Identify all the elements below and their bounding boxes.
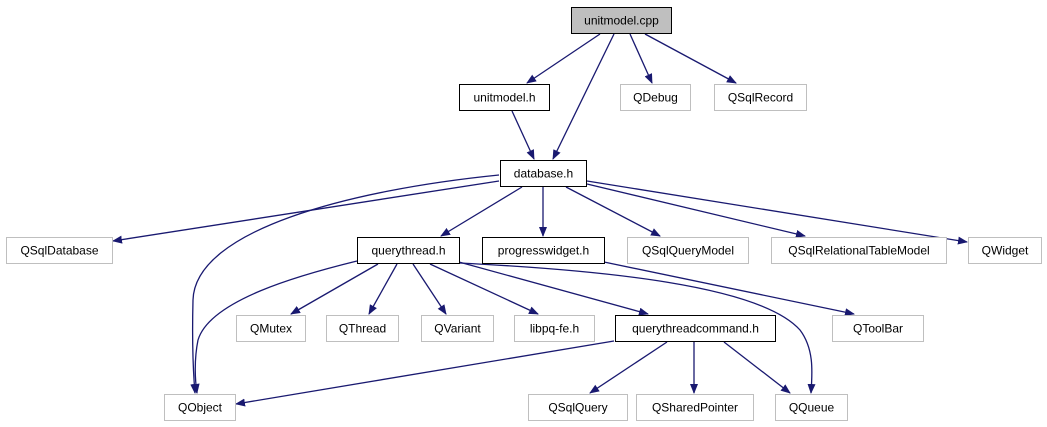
edge-unitmodel-cpp-to-database-h [552, 33, 615, 160]
node-unitmodel-cpp[interactable]: unitmodel.cpp [571, 7, 672, 34]
node-label: unitmodel.cpp [584, 14, 659, 28]
node-box [482, 237, 605, 264]
nodes-layer: unitmodel.cpp unitmodel.h QDebug QSqlRecord… [6, 7, 1042, 421]
edge-querythread-h-to-qobject [191, 260, 358, 394]
node-label: querythreadcommand.h [632, 322, 759, 336]
node-qsqlquerymodel[interactable]: QSqlQueryModel [627, 237, 749, 264]
edge-querythreadcommand-h-to-qobject [235, 340, 615, 407]
node-qsqlrecord[interactable]: QSqlRecord [714, 84, 807, 111]
edge-unitmodel-h-to-database-h [511, 110, 535, 160]
node-box [459, 84, 550, 111]
edge-querythread-h-to-libpq-fe-h [429, 263, 539, 315]
node-label: QSharedPointer [652, 401, 738, 415]
node-unitmodel-h[interactable]: unitmodel.h [459, 84, 550, 111]
node-qdebug[interactable]: QDebug [620, 84, 691, 111]
node-label: QWidget [982, 244, 1029, 258]
node-label: QSqlQueryModel [642, 244, 734, 258]
node-label: unitmodel.h [473, 91, 535, 105]
node-box [164, 394, 236, 421]
node-label: querythread.h [371, 244, 445, 258]
edge-database-h-to-qobject [190, 174, 500, 394]
node-qvariant[interactable]: QVariant [421, 315, 494, 342]
node-box [627, 237, 749, 264]
node-label: libpq-fe.h [530, 322, 579, 336]
node-label: QSqlDatabase [20, 244, 98, 258]
node-box [528, 394, 628, 421]
edge-database-h-to-qwidget [586, 180, 968, 245]
node-querythreadcommand-h[interactable]: querythreadcommand.h [615, 315, 776, 342]
node-qsqldatabase[interactable]: QSqlDatabase [6, 237, 113, 264]
node-label: QDebug [633, 91, 678, 105]
node-label: QToolBar [853, 322, 903, 336]
node-box [357, 237, 460, 264]
node-label: QSqlRelationalTableModel [788, 244, 929, 258]
node-qwidget[interactable]: QWidget [968, 237, 1042, 264]
node-box [775, 394, 848, 421]
edge-querythread-h-to-qmutex [290, 263, 379, 315]
node-qsqlquery[interactable]: QSqlQuery [528, 394, 628, 421]
node-box [714, 84, 807, 111]
node-qmutex[interactable]: QMutex [236, 315, 306, 342]
node-box [968, 237, 1042, 264]
edge-querythreadcommand-h-to-qqueue [723, 341, 791, 394]
node-label: database.h [514, 167, 573, 181]
edge-querythread-h-to-querythreadcommand-h [458, 261, 649, 316]
node-box [615, 315, 776, 342]
edge-querythread-h-to-qvariant [412, 263, 447, 315]
node-box [771, 237, 947, 264]
node-qobject[interactable]: QObject [164, 394, 236, 421]
node-qsqlrelationaltablemodel[interactable]: QSqlRelationalTableModel [771, 237, 947, 264]
node-label: QSqlQuery [548, 401, 607, 415]
node-label: QObject [178, 401, 223, 415]
node-box [636, 394, 754, 421]
edge-unitmodel-cpp-to-qsqlrecord [644, 33, 737, 84]
node-box [6, 237, 113, 264]
node-label: QThread [339, 322, 386, 336]
edge-querythread-h-to-qqueue [458, 262, 816, 394]
node-label: QVariant [434, 322, 481, 336]
node-label: QQueue [789, 401, 835, 415]
node-database-h[interactable]: database.h [500, 160, 587, 187]
node-libpq-fe-h[interactable]: libpq-fe.h [514, 315, 595, 342]
node-box [421, 315, 494, 342]
edge-progresswidget-h-to-qtoolbar [603, 261, 855, 317]
node-qqueue[interactable]: QQueue [775, 394, 848, 421]
node-label: progresswidget.h [498, 244, 589, 258]
node-label: QSqlRecord [728, 91, 793, 105]
node-box [832, 315, 924, 342]
node-box [620, 84, 691, 111]
edge-querythread-h-to-qthread [368, 263, 398, 315]
node-querythread-h[interactable]: querythread.h [357, 237, 460, 264]
node-box [514, 315, 595, 342]
edge-unitmodel-cpp-to-qdebug [629, 33, 653, 84]
node-box [236, 315, 306, 342]
edge-querythreadcommand-h-to-qsqlquery [589, 341, 668, 394]
edge-database-h-to-querythread-h [440, 186, 523, 237]
edge-database-h-to-qsqlquerymodel [565, 186, 661, 237]
node-box [571, 7, 672, 34]
node-qtoolbar[interactable]: QToolBar [832, 315, 924, 342]
edges-layer [112, 33, 968, 407]
node-box [500, 160, 587, 187]
edge-database-h-to-qsqlrelationaltablemodel [586, 183, 806, 238]
edge-database-h-to-qsqldatabase [112, 180, 500, 244]
node-progresswidget-h[interactable]: progresswidget.h [482, 237, 605, 264]
node-label: QMutex [250, 322, 292, 336]
node-qthread[interactable]: QThread [326, 315, 399, 342]
node-qsharedpointer[interactable]: QSharedPointer [636, 394, 754, 421]
node-box [326, 315, 399, 342]
edge-unitmodel-cpp-to-unitmodel-h [526, 33, 601, 84]
